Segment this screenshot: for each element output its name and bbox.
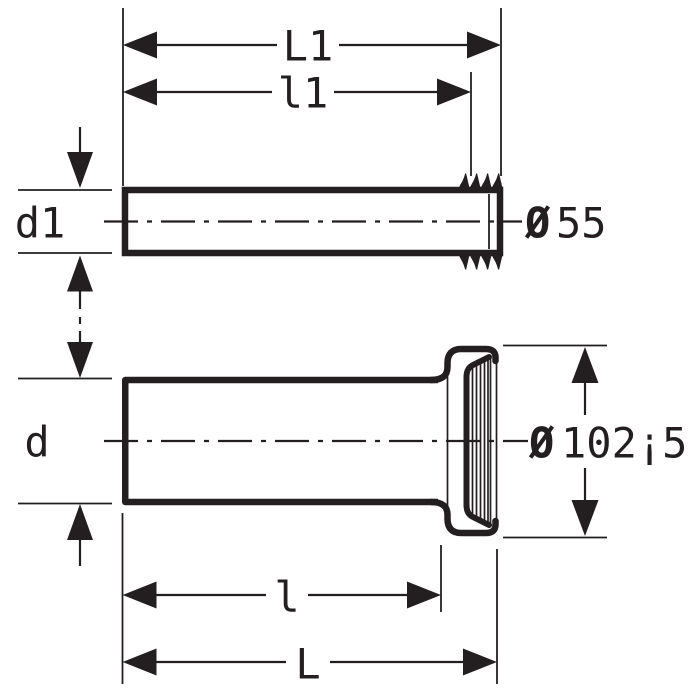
thread-tooth — [459, 255, 470, 270]
thread-tooth — [470, 173, 481, 188]
arrowhead-down-icon — [571, 500, 599, 536]
thread-tooth — [470, 255, 481, 270]
arrowhead-left-icon — [122, 648, 157, 676]
thread-tooth — [481, 173, 492, 188]
extension-lines — [18, 8, 607, 684]
diameter-symbol-large: Ø — [528, 419, 555, 468]
arrowhead-up-icon — [571, 347, 599, 383]
flange-profile-top — [427, 345, 499, 384]
thread-tooth — [492, 173, 503, 188]
arrowhead-up-icon — [67, 255, 93, 292]
dimension-label-l1: l1 — [278, 69, 329, 118]
dimension-label-L1: L1 — [283, 22, 334, 71]
dimension-label-L: L — [295, 640, 320, 689]
diameter-symbol-small: Ø — [524, 199, 551, 248]
diameter-value-small: 55 — [556, 199, 607, 248]
arrowhead-down-icon — [67, 152, 93, 188]
diameter-value-large: 102¡5 — [561, 419, 687, 468]
thread-tooth — [492, 255, 503, 270]
arrowhead-right-icon — [467, 31, 501, 59]
small-pipe: Ø 55 — [104, 173, 607, 270]
arrowhead-right-icon — [407, 581, 441, 609]
thread-teeth-bottom — [459, 255, 503, 270]
thread-tooth — [459, 173, 470, 188]
large-pipe: Ø 102¡5 — [104, 345, 687, 537]
arrowhead-left-icon — [122, 581, 157, 609]
arrowhead-left-icon — [123, 31, 157, 59]
gasket-top-edge — [463, 354, 492, 380]
dimension-label-l: l — [274, 573, 299, 622]
dimension-L1: L1 — [123, 22, 501, 71]
arrowhead-right-icon — [463, 648, 497, 676]
gasket-bottom-edge — [463, 502, 492, 528]
arrowhead-down-icon — [67, 342, 93, 378]
arrowhead-up-icon — [67, 504, 93, 540]
dimension-l1: l1 — [123, 69, 471, 118]
dimension-diameter-large — [571, 347, 599, 536]
arrowhead-right-icon — [437, 78, 471, 106]
dimension-label-d1: d1 — [15, 199, 66, 248]
dimension-l: l — [122, 573, 441, 622]
dimension-d1-d: d1 d — [15, 127, 93, 566]
dimension-L: L — [122, 640, 497, 689]
arrowhead-left-icon — [123, 78, 157, 106]
thread-tooth — [481, 255, 492, 270]
thread-teeth-top — [459, 173, 503, 188]
flange-profile-bottom — [427, 498, 499, 537]
dimension-label-d: d — [24, 418, 49, 467]
